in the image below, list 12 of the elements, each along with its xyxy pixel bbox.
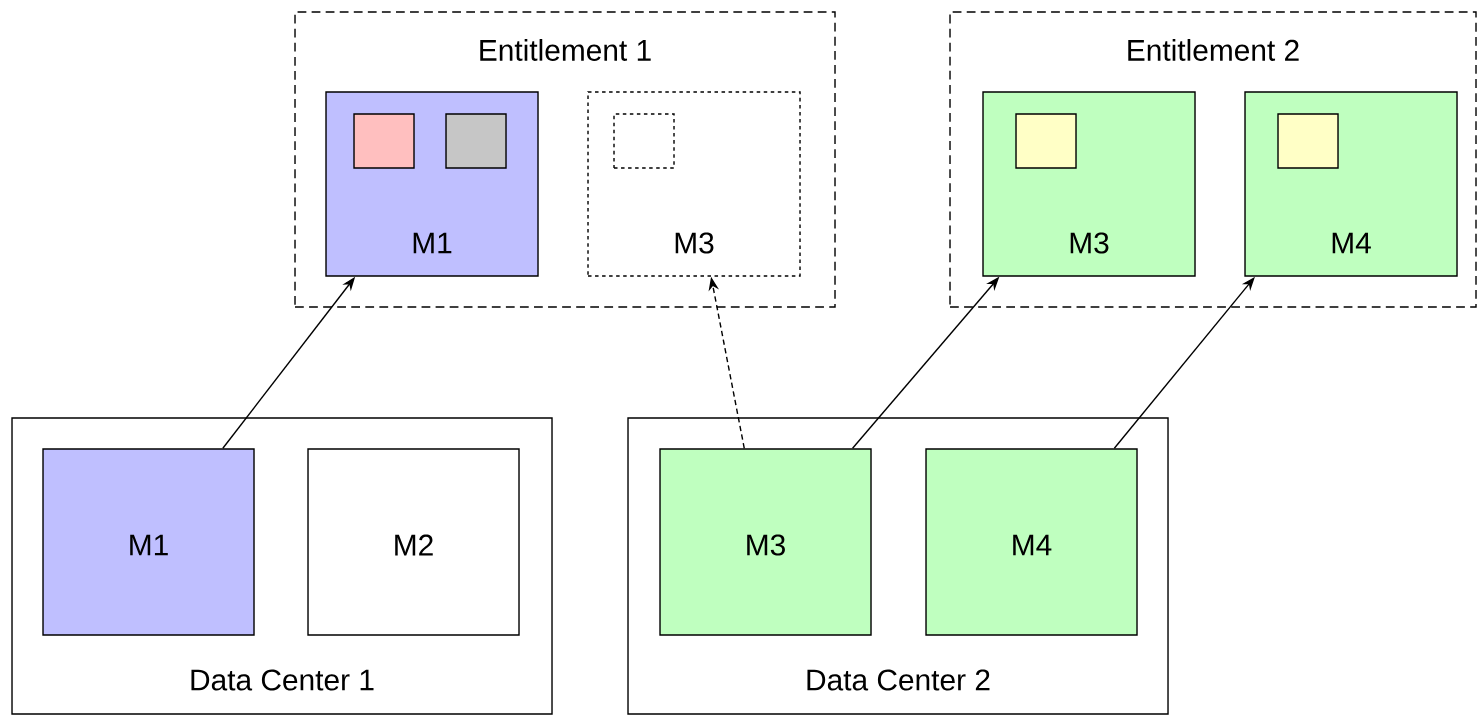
machine-box: M3: [659, 448, 872, 636]
machine-box: M2: [307, 448, 520, 636]
resource-square: [445, 113, 507, 169]
resource-square: [1015, 113, 1077, 169]
machine-box: M3: [982, 91, 1196, 277]
machine-box: M4: [925, 448, 1138, 636]
resource-square: [1277, 113, 1339, 169]
machine-box: M1: [42, 448, 255, 636]
resource-square: [613, 113, 675, 169]
resource-square: [353, 113, 415, 169]
machine-box: M3: [587, 91, 801, 277]
machine-box: M4: [1244, 91, 1458, 277]
